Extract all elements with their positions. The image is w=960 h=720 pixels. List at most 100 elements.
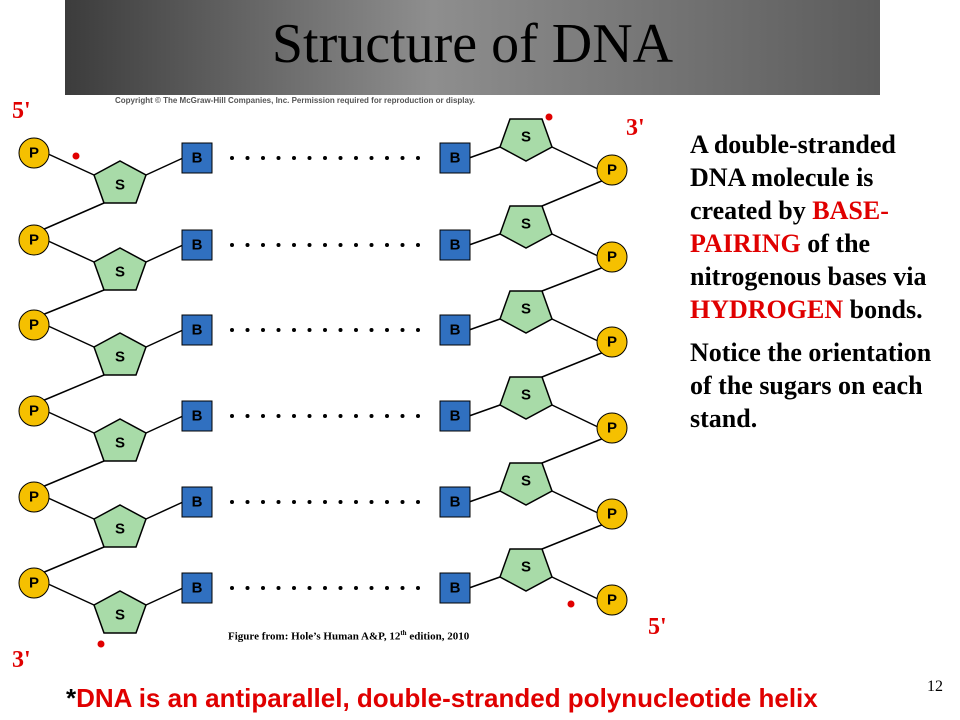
sugar-label: S [115, 521, 125, 538]
backbone-line [551, 404, 601, 429]
backbone-line [45, 410, 95, 434]
hydrogen-bond-dot [385, 243, 389, 247]
backbone-line [541, 266, 605, 292]
hydrogen-bond-dot [369, 243, 374, 247]
hydrogen-bond-dot [307, 586, 312, 590]
sugar-base-bond [468, 576, 501, 589]
phosphate-circle [596, 412, 628, 444]
phosphate-circle [18, 137, 50, 169]
phosphate-circle [18, 395, 50, 427]
hydrogen-bond-dot [261, 328, 265, 332]
hydrogen-bond-dot [307, 243, 312, 247]
phosphate-label: P [607, 162, 617, 179]
backbone-line [551, 146, 601, 171]
three-prime-marker [545, 113, 553, 121]
phosphate-circle [596, 154, 628, 186]
sugar-label: S [521, 559, 531, 576]
hydrogen-bond-dot [369, 586, 374, 590]
sugar-pentagon [93, 590, 147, 634]
sugar-pentagon [499, 290, 553, 334]
three-prime-marker [97, 640, 105, 648]
hydrogen-bond-dot [307, 156, 312, 160]
hydrogen-bond-dot [416, 586, 420, 590]
sugar-label: S [521, 216, 531, 233]
hydrogen-bond-dot [385, 414, 389, 418]
sugar-base-bond [468, 404, 501, 417]
explanation-paragraph-2: Notice the orientation of the sugars on … [690, 338, 932, 433]
base-label: B [450, 322, 461, 339]
base-label: B [192, 408, 203, 425]
hydrogen-bond-dot [338, 414, 343, 418]
sugar-pentagon [93, 332, 147, 376]
backbone-line [45, 582, 95, 606]
hydrogen-bond-dot [230, 156, 234, 160]
hydrogen-bond-dot [354, 414, 358, 418]
hydrogen-bond-dot [307, 414, 312, 418]
base-label: B [192, 322, 203, 339]
backbone-line [45, 239, 95, 263]
hydrogen-bond-dot [323, 500, 327, 504]
backbone-line [541, 523, 605, 550]
hydrogen-bond-dot [338, 586, 343, 590]
hydrogen-bond-dot [292, 586, 296, 590]
backbone-line [45, 324, 95, 348]
backbone-line [45, 496, 95, 520]
phosphate-circle [596, 498, 628, 530]
hydrogen-bond-dot [261, 243, 265, 247]
base-square [439, 486, 471, 518]
hydrogen-bond-dot [369, 500, 374, 504]
hydrogen-bond-dot [369, 156, 374, 160]
sugar-base-bond [145, 501, 184, 520]
hydrogen-bond-dot [230, 500, 234, 504]
base-square [181, 229, 213, 261]
hydrogen-bond-dot [323, 243, 327, 247]
title-bar: Structure of DNA [65, 0, 880, 95]
hydrogen-bond-dot [307, 500, 312, 504]
hydrogen-bond-dot [323, 414, 327, 418]
hydrogen-bond-dot [323, 156, 327, 160]
sugar-label: S [115, 349, 125, 366]
sugar-pentagon [499, 118, 553, 162]
base-label: B [450, 237, 461, 254]
sugar-base-bond [145, 157, 184, 176]
hydrogen-bond-dot [354, 328, 358, 332]
backbone-line [551, 318, 601, 343]
backbone-line [41, 374, 105, 402]
phosphate-label: P [607, 249, 617, 266]
hydrogen-bond-dot [416, 500, 420, 504]
phosphate-circle [18, 309, 50, 341]
label-right-top: 3' [626, 115, 645, 141]
hydrogen-bond-dot [276, 500, 281, 504]
base-label: B [192, 494, 203, 511]
hydrogen-bond-dot [354, 586, 358, 590]
phosphate-label: P [607, 592, 617, 609]
hydrogen-bond-dot [276, 414, 281, 418]
base-label: B [450, 150, 461, 167]
hydrogen-bond-dot [338, 243, 343, 247]
figure-caption: Figure from: Hole’s Human A&P, 12th edit… [228, 629, 469, 643]
sugar-label: S [521, 387, 531, 404]
hydrogen-bond-dot [276, 328, 281, 332]
phosphate-circle [596, 241, 628, 273]
hydrogen-bond-dot [354, 500, 358, 504]
base-square [439, 400, 471, 432]
footer-statement: *DNA is an antiparallel, double-stranded… [66, 683, 818, 714]
five-prime-marker [72, 152, 80, 160]
hydrogen-bond-dot [369, 328, 374, 332]
highlight-hydrogen: HYDROGEN [690, 295, 844, 324]
base-square [439, 572, 471, 604]
hydrogen-bond-dot [276, 156, 281, 160]
phosphate-label: P [29, 145, 39, 162]
hydrogen-bond-dot [230, 586, 234, 590]
label-right-bottom: 5' [648, 614, 667, 640]
sugar-label: S [115, 264, 125, 281]
backbone-line [41, 202, 105, 231]
hydrogen-bond-dot [261, 500, 265, 504]
sugar-base-bond [468, 233, 501, 246]
hydrogen-bond-dot [385, 328, 389, 332]
phosphate-label: P [29, 489, 39, 506]
base-square [439, 229, 471, 261]
base-label: B [450, 408, 461, 425]
label-left-top: 5' [12, 98, 31, 124]
hydrogen-bond-dot [261, 586, 265, 590]
